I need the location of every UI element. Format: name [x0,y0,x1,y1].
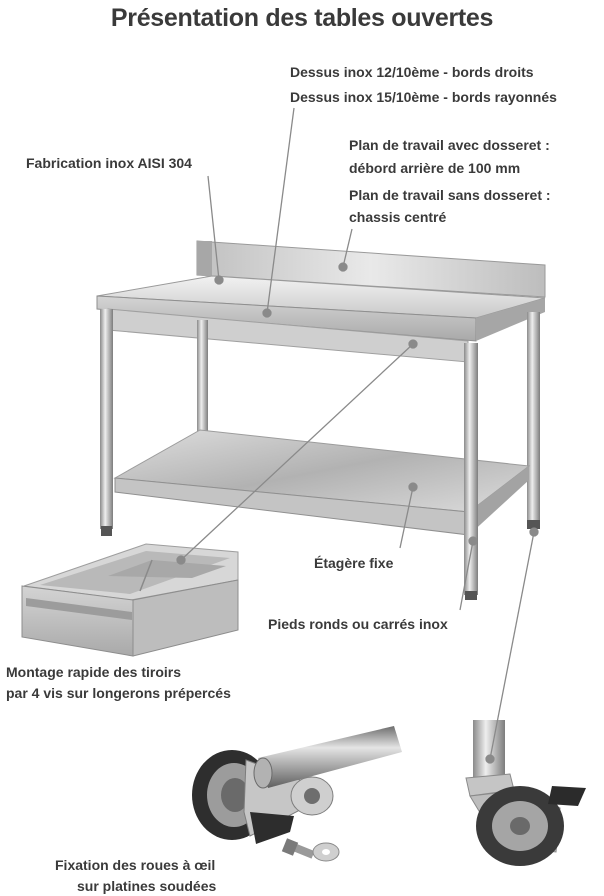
callout-lines [176,107,539,764]
table-leg [464,343,478,595]
label-drawer-2: par 4 vis sur longerons prépercés [6,685,231,701]
label-drawer-1: Montage rapide des tiroirs [6,664,182,680]
callout-line-top [266,107,295,314]
label-legs: Pieds ronds ou carrés inox [268,616,448,632]
label-fabrication: Fabrication inox AISI 304 [26,155,192,171]
table-leg [527,312,540,524]
leg-tube [473,720,505,778]
label-shelf: Étagère fixe [314,555,394,571]
table-illustration [96,240,546,600]
table-leg [100,309,113,529]
label-no-upstand-2: chassis centré [349,209,447,225]
label-wheels-1: Fixation des roues à œil [55,857,216,873]
drawer-handle [26,598,132,620]
label-no-upstand-1: Plan de travail sans dosseret : [349,187,551,203]
label-wheels-2: sur platines soudées [77,878,217,894]
label-top-thickness-1: Dessus inox 12/10ème - bords droits [290,64,534,80]
callout-line-legs [459,540,474,611]
label-upstand-1: Plan de travail avec dosseret : [349,137,550,153]
callout-line-drawer [180,343,414,561]
table-leg [197,320,208,500]
page-title: Présentation des tables ouvertes [110,4,494,32]
callout-line-upstand [342,228,353,268]
caster-mounted-illustration [465,720,586,866]
drawer-illustration [21,543,239,657]
callout-line-fabrication [207,175,220,281]
callout-line-caster [489,531,535,760]
label-top-thickness-2: Dessus inox 15/10ème - bords rayonnés [290,89,557,105]
callout-line-shelf [399,486,414,549]
caster-brake [250,812,294,844]
caster-brake [548,786,586,806]
leg-tube [258,726,402,788]
wheel-fixing-illustration [192,726,402,862]
label-upstand-2: débord arrière de 100 mm [349,160,521,176]
